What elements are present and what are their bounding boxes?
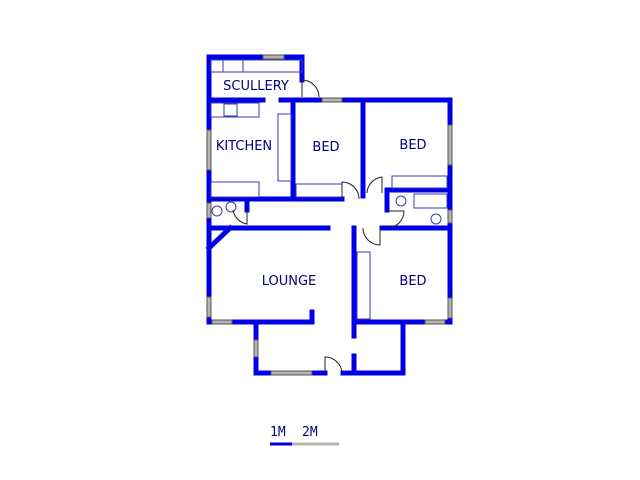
bath-icon	[413, 193, 448, 209]
stove-icon	[223, 103, 238, 117]
doors	[232, 79, 405, 374]
window	[253, 339, 259, 358]
room-label-bed: BED	[312, 140, 339, 155]
window	[447, 124, 453, 166]
door	[366, 176, 383, 194]
toilet-icon	[211, 205, 223, 217]
window	[447, 209, 453, 224]
window	[424, 319, 446, 325]
door	[341, 181, 360, 200]
door	[362, 227, 381, 246]
cupboard	[391, 175, 448, 189]
window	[211, 319, 233, 325]
counter	[210, 102, 260, 118]
counter	[210, 181, 260, 198]
basin-icon	[225, 201, 237, 213]
room-label-scullery: SCULLERY	[223, 79, 289, 94]
cupboard	[356, 251, 371, 320]
room-label-bed: BED	[399, 138, 426, 153]
counter	[210, 59, 303, 73]
walls	[205, 54, 453, 376]
room-labels: SCULLERY KITCHEN BED BED LOUNGE BED	[216, 79, 427, 289]
scale-bar: 1M 2M	[270, 425, 339, 446]
window	[206, 296, 212, 318]
window	[270, 370, 313, 376]
window	[262, 54, 285, 60]
room-label-bed: BED	[399, 274, 426, 289]
door	[386, 210, 405, 229]
scale-label-1m: 1M	[270, 425, 286, 440]
fixtures	[210, 59, 448, 320]
scale-label-2m: 2M	[302, 425, 318, 440]
door	[301, 79, 320, 98]
window	[447, 297, 453, 319]
toilet-icon	[430, 213, 442, 225]
door	[232, 209, 248, 225]
window	[206, 129, 212, 171]
window	[321, 97, 343, 103]
door	[324, 356, 343, 374]
windows	[206, 54, 453, 376]
basin-icon	[395, 195, 407, 207]
window	[206, 202, 212, 219]
counter	[277, 113, 292, 182]
room-label-lounge: LOUNGE	[262, 274, 317, 289]
room-label-kitchen: KITCHEN	[216, 139, 272, 154]
sink-icon	[222, 59, 244, 73]
cupboard	[295, 183, 343, 198]
